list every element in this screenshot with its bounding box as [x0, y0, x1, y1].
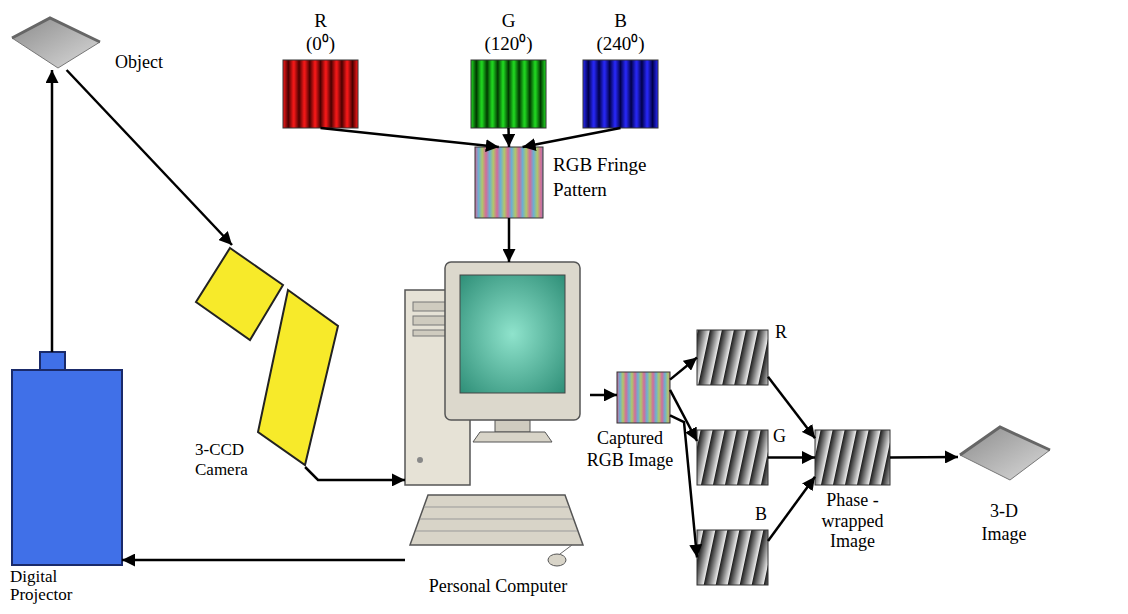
object-surface: [12, 18, 100, 68]
label-group: Digital Projector: [10, 568, 100, 604]
node-label: Object: [115, 52, 163, 74]
node-label: Captured RGB Image: [580, 428, 680, 471]
node-label: RGB Fringe Pattern: [553, 153, 663, 202]
label-group: B(240⁰): [563, 9, 678, 57]
key-row: [420, 519, 573, 520]
rgb-fringe: [475, 147, 543, 218]
camera-body: [258, 290, 338, 465]
fringe-pattern: R(0⁰): [283, 60, 358, 128]
node-label: G: [773, 426, 786, 448]
flow-arrow: [670, 358, 697, 380]
wrapped-image: [697, 430, 768, 485]
flow-arrow: [890, 456, 958, 459]
node-label: 3-D Image: [974, 500, 1034, 547]
projector-box: Digital Projector: [12, 352, 122, 565]
camera-figure: 3-CCD Camera: [192, 245, 340, 467]
flow-arrow: [507, 128, 510, 147]
image-thumb: B: [697, 530, 768, 585]
label-group: Captured RGB Image: [580, 428, 680, 471]
flow-arrow: [670, 415, 697, 557]
image-thumb: G: [697, 430, 768, 485]
image-thumb: Captured RGB Image: [617, 372, 670, 423]
node-label: (0⁰): [263, 32, 378, 56]
flow-arrow: [122, 559, 405, 562]
wrapped-image: [697, 330, 768, 385]
label-group: G(120⁰): [451, 9, 566, 57]
flow-arrow: [670, 390, 697, 441]
label-group: 3-D Image: [974, 500, 1034, 547]
flow-arrow: [51, 70, 54, 352]
computer-symbol: [405, 262, 583, 566]
object-edge: [960, 427, 1050, 455]
label-group: B: [755, 504, 767, 526]
node-label: Phase - wrapped Image: [810, 490, 895, 552]
node-label: (120⁰): [451, 32, 566, 56]
label-group: R(0⁰): [263, 9, 378, 57]
object-surface: [960, 427, 1050, 480]
fringe-pattern: B(240⁰): [583, 60, 658, 128]
monitor-frame: [445, 262, 580, 420]
object-edge: [12, 18, 100, 42]
flow-arrow: [508, 218, 511, 262]
node-label: Digital Projector: [10, 568, 100, 604]
object-3d: [960, 427, 1050, 480]
node-label: B: [563, 9, 678, 33]
object-figure: 3-D Image: [958, 425, 1050, 480]
monitor-stand: [495, 420, 530, 432]
camera-symbol: [196, 248, 338, 465]
flow-arrow: [590, 394, 617, 397]
label-group: Object: [115, 52, 163, 74]
mouse-cable: [560, 545, 572, 554]
node-label: (240⁰): [563, 32, 678, 56]
phase-image: [815, 430, 890, 485]
wrapped-image: [697, 530, 768, 585]
object-sheet: [12, 18, 100, 68]
flow-arrow: [523, 128, 621, 147]
node-label: Personal Computer: [393, 576, 603, 598]
flow-arrow: [305, 467, 405, 480]
node-label: 3-CCD Camera: [195, 440, 257, 479]
label-group: R: [775, 322, 787, 344]
computer-figure: Personal Computer: [405, 262, 590, 572]
red-fringe: [283, 60, 358, 128]
image-thumb: Phase - wrapped Image: [815, 430, 890, 485]
label-group: RGB Fringe Pattern: [553, 153, 663, 202]
camera-head: [196, 248, 283, 340]
monitor-base: [473, 432, 552, 442]
keyboard: [410, 495, 583, 545]
flow-arrow: [768, 456, 815, 459]
rgb-pattern: RGB Fringe Pattern: [475, 147, 543, 218]
node-label: G: [451, 9, 566, 33]
object-figure: Object: [12, 18, 100, 70]
key-row: [416, 531, 577, 532]
projector-lens: [40, 352, 65, 370]
blue-fringe: [583, 60, 658, 128]
node-label: B: [755, 504, 767, 526]
captured-image: [617, 372, 670, 423]
node-label: R: [263, 9, 378, 33]
fringe-pattern: G(120⁰): [471, 60, 546, 128]
node-label: R: [775, 322, 787, 344]
label-group: 3-CCD Camera: [195, 440, 257, 479]
label-group: Phase - wrapped Image: [810, 490, 895, 552]
monitor-screen: [460, 275, 565, 393]
label-group: Personal Computer: [393, 576, 603, 598]
green-fringe: [471, 60, 546, 128]
flow-arrow: [67, 70, 232, 245]
mouse: [548, 554, 566, 566]
power-button: [417, 457, 423, 463]
key-row: [424, 507, 569, 508]
projector-body: [12, 370, 122, 565]
image-thumb: R: [697, 330, 768, 385]
flow-arrow: [321, 128, 499, 147]
projector-symbol: [12, 352, 122, 565]
flow-arrow: [768, 477, 815, 541]
label-group: G: [773, 426, 786, 448]
